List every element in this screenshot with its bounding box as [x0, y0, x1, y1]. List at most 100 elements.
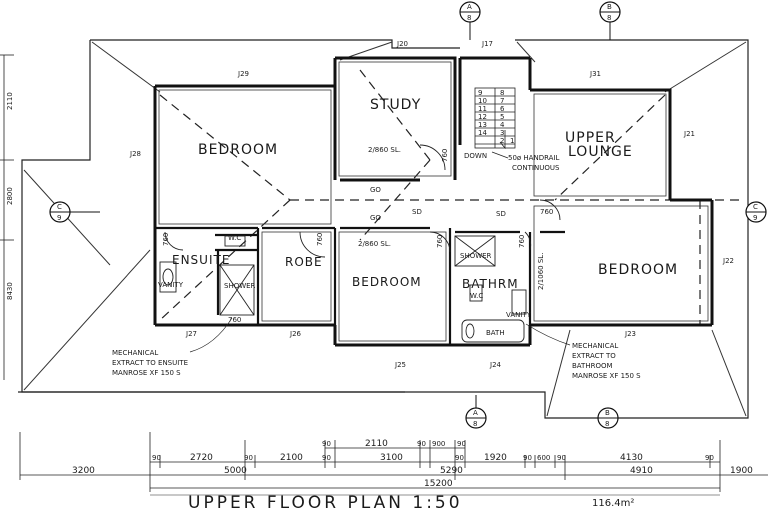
section-c-right-letter: C	[753, 203, 758, 211]
dim-r1-5: 90	[457, 440, 466, 448]
dim-r2-7: 90	[455, 454, 464, 462]
dimension-lines	[19, 432, 768, 492]
dim-r3-5: 1900	[730, 466, 753, 476]
smoke-detector-label-2: SD	[496, 210, 506, 218]
sliding-door-label-study: 2/860 SL.	[368, 146, 401, 154]
beam-label-j27: J27	[185, 330, 197, 338]
door-label-bed2: 760	[436, 235, 444, 248]
stair-step-10: 10	[478, 97, 487, 105]
section-marker-c-right: C 9	[745, 201, 767, 223]
fixture-label-shower-bath: SHOWER	[460, 252, 492, 260]
room-label-bedroom-2: BEDROOM	[352, 275, 422, 289]
ridge-lines	[159, 69, 745, 325]
door-label-study: 760	[441, 149, 449, 162]
dim-r2-6: 3100	[380, 453, 403, 463]
fixture-label-bath: BATH	[486, 329, 505, 337]
dim-r2-1: 90	[152, 454, 161, 462]
dim-r2-13: 90	[705, 454, 714, 462]
beam-label-j20: J20	[396, 40, 408, 48]
dim-r2-12: 4130	[620, 453, 643, 463]
beam-label-j17: J17	[481, 40, 493, 48]
stair-step-6: 6	[500, 105, 505, 113]
dim-r2-8: 1920	[484, 453, 507, 463]
section-a-bottom-sheet: 8	[473, 420, 477, 428]
section-b-top-sheet: 8	[607, 14, 611, 22]
stair-treads	[474, 87, 516, 150]
section-a-top-letter: A	[467, 3, 472, 11]
stair-step-8: 8	[500, 89, 504, 97]
beam-label-j23: J23	[624, 330, 636, 338]
section-c-left-letter: C	[57, 203, 62, 211]
dim-r1-4: 900	[432, 440, 445, 448]
dim-r2-2: 2720	[190, 453, 213, 463]
section-marker-b-bottom: B 8	[597, 407, 619, 429]
roof-outline	[18, 39, 749, 419]
room-label-bedroom-1: BEDROOM	[198, 142, 278, 158]
dimension-row-1: 90 2110 90 900 90	[322, 439, 466, 449]
left-dim-1: 2800	[6, 187, 14, 205]
dim-r2-4: 2100	[280, 453, 303, 463]
beam-label-j26: J26	[289, 330, 302, 338]
section-marker-b-top: B 8	[599, 1, 621, 40]
stair-step-11: 11	[478, 105, 487, 113]
dim-r2-9: 90	[523, 454, 532, 462]
section-b-bottom-sheet: 8	[605, 420, 609, 428]
dim-r3-4: 4910	[630, 466, 653, 476]
stair-step-1: 1	[510, 137, 514, 145]
stair-step-4: 4	[500, 121, 505, 129]
fixture-label-vanity-bath: VANITY	[506, 311, 532, 319]
stair-step-2: 2	[500, 137, 504, 145]
door-label-lounge: 760	[540, 208, 553, 216]
dim-r2-3: 90	[244, 454, 253, 462]
dimension-total: 15200	[424, 479, 453, 489]
dim-r1-3: 90	[417, 440, 426, 448]
exterior-walls	[153, 56, 714, 347]
stair-step-3: 3	[500, 129, 504, 137]
stair-step-13: 13	[478, 121, 487, 129]
stair-step-12: 12	[478, 113, 487, 121]
beam-label-j24: J24	[489, 361, 502, 369]
bathroom-extract-note: MECHANICAL EXTRACT TO BATHROOM MANROSE X…	[525, 323, 641, 380]
beam-label-j31: J31	[589, 70, 601, 78]
ensuite-extract-note: MECHANICAL EXTRACT TO ENSUITE MANROSE XF…	[112, 317, 233, 377]
gable-opening-label-2: GO	[370, 214, 381, 222]
room-label-upper-lounge-line1: UPPER	[565, 130, 616, 146]
section-a-top-sheet: 8	[467, 14, 471, 22]
fixture-label-vanity-ensuite: VANITY	[158, 281, 184, 289]
section-marker-a-top: A 8	[459, 1, 481, 40]
left-dim-3: 2110	[6, 92, 14, 110]
gable-opening-label-1: GO	[370, 186, 381, 194]
dimension-row-3: 3200 5000 5290 4910 1900	[72, 466, 753, 476]
door-label-ensuite-bottom: 760	[228, 316, 241, 324]
dim-r2-10: 600	[537, 454, 550, 462]
fixture-label-wc-ensuite: W.C	[228, 234, 241, 242]
stair-step-14: 14	[478, 129, 487, 137]
room-label-ensuite: ENSUITE	[172, 253, 230, 267]
ensuite-note-line3: MANROSE XF 150 S	[112, 369, 181, 377]
wall-inner-lines	[158, 61, 709, 342]
dim-r3-1: 3200	[72, 466, 95, 476]
dim-r2-5: 90	[322, 454, 331, 462]
handrail-note-line2: CONTINUOUS	[512, 164, 560, 172]
room-label-upper-lounge-line2: LOUNGE	[568, 144, 633, 160]
fixture-label-wc-bath: W.C	[470, 292, 483, 300]
section-a-bottom-letter: A	[473, 409, 478, 417]
dimension-row-2: 90 2720 90 2100 90 3100 90 1920 90 600 9…	[152, 453, 714, 463]
dim-r3-2: 5000	[224, 466, 247, 476]
section-marker-c-left: C 9	[49, 201, 100, 223]
bath-note-line2: EXTRACT TO	[572, 352, 616, 360]
room-label-bathroom: BATHRM	[462, 277, 519, 291]
room-label-bedroom-3: BEDROOM	[598, 262, 678, 278]
door-labels: 760 760 760 760 760 760 760 SD SD GO GO	[162, 149, 553, 324]
smoke-detector-label-1: SD	[412, 208, 422, 216]
beam-label-j29: J29	[237, 70, 249, 78]
ensuite-note-line1: MECHANICAL	[112, 349, 158, 357]
ensuite-note-line2: EXTRACT TO ENSUITE	[112, 359, 188, 367]
beam-label-j28: J28	[129, 150, 141, 158]
floor-area: 116.4m²	[592, 498, 634, 509]
section-marker-a-bottom: A 8	[465, 395, 487, 429]
left-dim-2: 8430	[6, 282, 14, 300]
drawing-title: UPPER FLOOR PLAN 1:50	[188, 493, 463, 512]
stair-numbers: 9 8 7 6 5 4 3 2 1 10 11 12 13 14	[478, 89, 514, 145]
